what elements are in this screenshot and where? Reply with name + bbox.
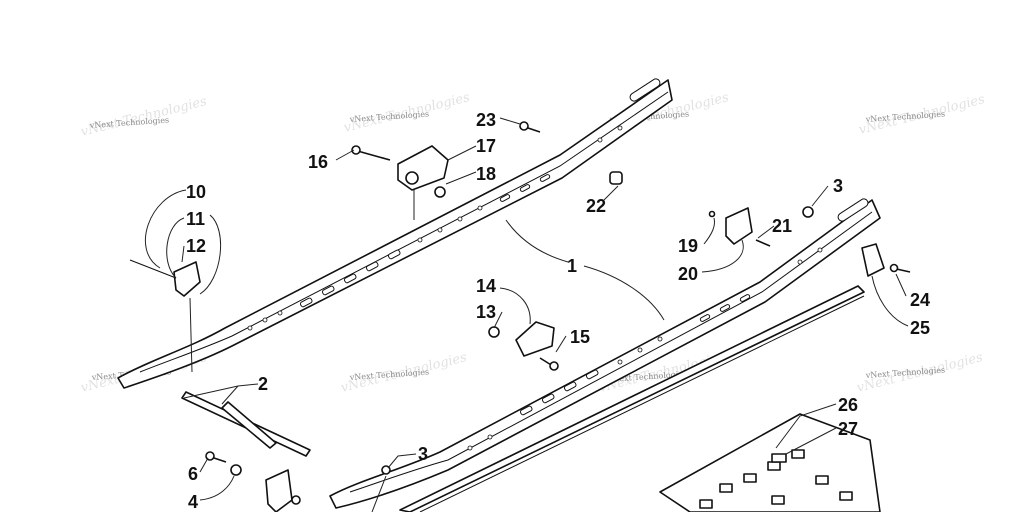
rail-hole	[467, 445, 473, 451]
track-lugs	[699, 449, 853, 509]
rail-hole	[247, 325, 253, 331]
callout-3-lower: 3	[418, 444, 428, 464]
rail-hole	[617, 125, 623, 131]
left-rail-slots	[299, 174, 551, 308]
track-lug	[791, 449, 805, 459]
callout-4: 4	[188, 492, 198, 512]
callout-18: 18	[476, 164, 496, 184]
bolt-head	[889, 263, 899, 273]
callout-17: 17	[476, 136, 496, 156]
rail-tip-part	[265, 469, 293, 512]
tip-washer	[291, 495, 301, 505]
callout-labels: 1 2 3 3 4 6 10 11 12 13 14 15 16 17 18 1…	[186, 110, 930, 512]
rail-hole	[637, 347, 643, 353]
bolt-head	[549, 361, 559, 371]
rail-hole	[437, 227, 443, 233]
nut-part-18	[434, 186, 446, 198]
stopper-hole	[405, 171, 419, 185]
rail-hole	[477, 205, 483, 211]
track-section	[659, 413, 881, 512]
bracket-part-25	[861, 243, 885, 277]
rail-hole	[817, 247, 823, 253]
callout-20: 20	[678, 264, 698, 284]
callout-10: 10	[186, 182, 206, 202]
bracket-part-12	[173, 261, 201, 297]
nut-part-19	[708, 210, 716, 218]
bolt-part-21	[755, 239, 771, 247]
rail-hole	[657, 336, 663, 342]
callout-26: 26	[838, 395, 858, 415]
right-rail-slots	[519, 294, 751, 416]
callout-2: 2	[258, 374, 268, 394]
bushing-part-22	[609, 171, 623, 185]
right-rail-inner-edge	[349, 211, 873, 493]
rail-hole	[417, 237, 423, 243]
track-lug	[743, 473, 757, 483]
track-lug	[767, 461, 781, 471]
callout-14: 14	[476, 276, 496, 296]
callout-25: 25	[910, 318, 930, 338]
stopper-part-17	[397, 145, 449, 191]
washer-part-4	[230, 464, 242, 476]
right-rail-end-slot	[837, 198, 869, 222]
track-lug	[771, 495, 785, 505]
track-lug	[719, 483, 733, 493]
bolt-head	[351, 145, 361, 155]
callout-13: 13	[476, 302, 496, 322]
leader-lines	[144, 117, 909, 512]
rail-hole	[617, 359, 623, 365]
track-lug	[839, 491, 853, 501]
callout-3-upper: 3	[833, 176, 843, 196]
left-slide-rail	[117, 78, 673, 389]
wear-strip-edge	[419, 295, 865, 512]
plate-part-14	[515, 321, 555, 357]
callout-1: 1	[567, 256, 577, 276]
cross-shafts	[181, 391, 311, 457]
callout-12: 12	[186, 236, 206, 256]
wear-strip	[399, 285, 865, 512]
rail-hole	[487, 434, 493, 440]
track-lug	[815, 475, 829, 485]
left-rail-end-slot	[629, 78, 661, 102]
rail-hole	[457, 216, 463, 222]
bolt-head	[519, 121, 529, 131]
stopper-part-20	[725, 207, 753, 245]
left-rail-body	[117, 79, 673, 389]
callout-22: 22	[586, 196, 606, 216]
hardware	[129, 121, 911, 512]
rail-hole	[597, 137, 603, 143]
wear-strip-bar	[399, 285, 865, 512]
rail-hole	[277, 310, 283, 316]
callout-24: 24	[910, 290, 930, 310]
callout-11: 11	[186, 209, 205, 229]
callout-6: 6	[188, 464, 198, 484]
callout-16: 16	[308, 152, 328, 172]
cross-shaft	[221, 401, 277, 449]
rail-hole	[797, 259, 803, 265]
track-clip	[771, 453, 787, 463]
callout-23: 23	[476, 110, 496, 130]
rail-hole	[262, 317, 268, 323]
track-lug	[699, 499, 713, 509]
callout-15: 15	[570, 327, 590, 347]
callout-19: 19	[678, 236, 698, 256]
callout-27: 27	[838, 419, 858, 439]
nut-part-3	[802, 206, 814, 218]
left-rail-inner-edge	[139, 91, 669, 373]
spring-part-10	[129, 259, 177, 279]
nut-part-13	[488, 326, 500, 338]
callout-21: 21	[772, 216, 792, 236]
